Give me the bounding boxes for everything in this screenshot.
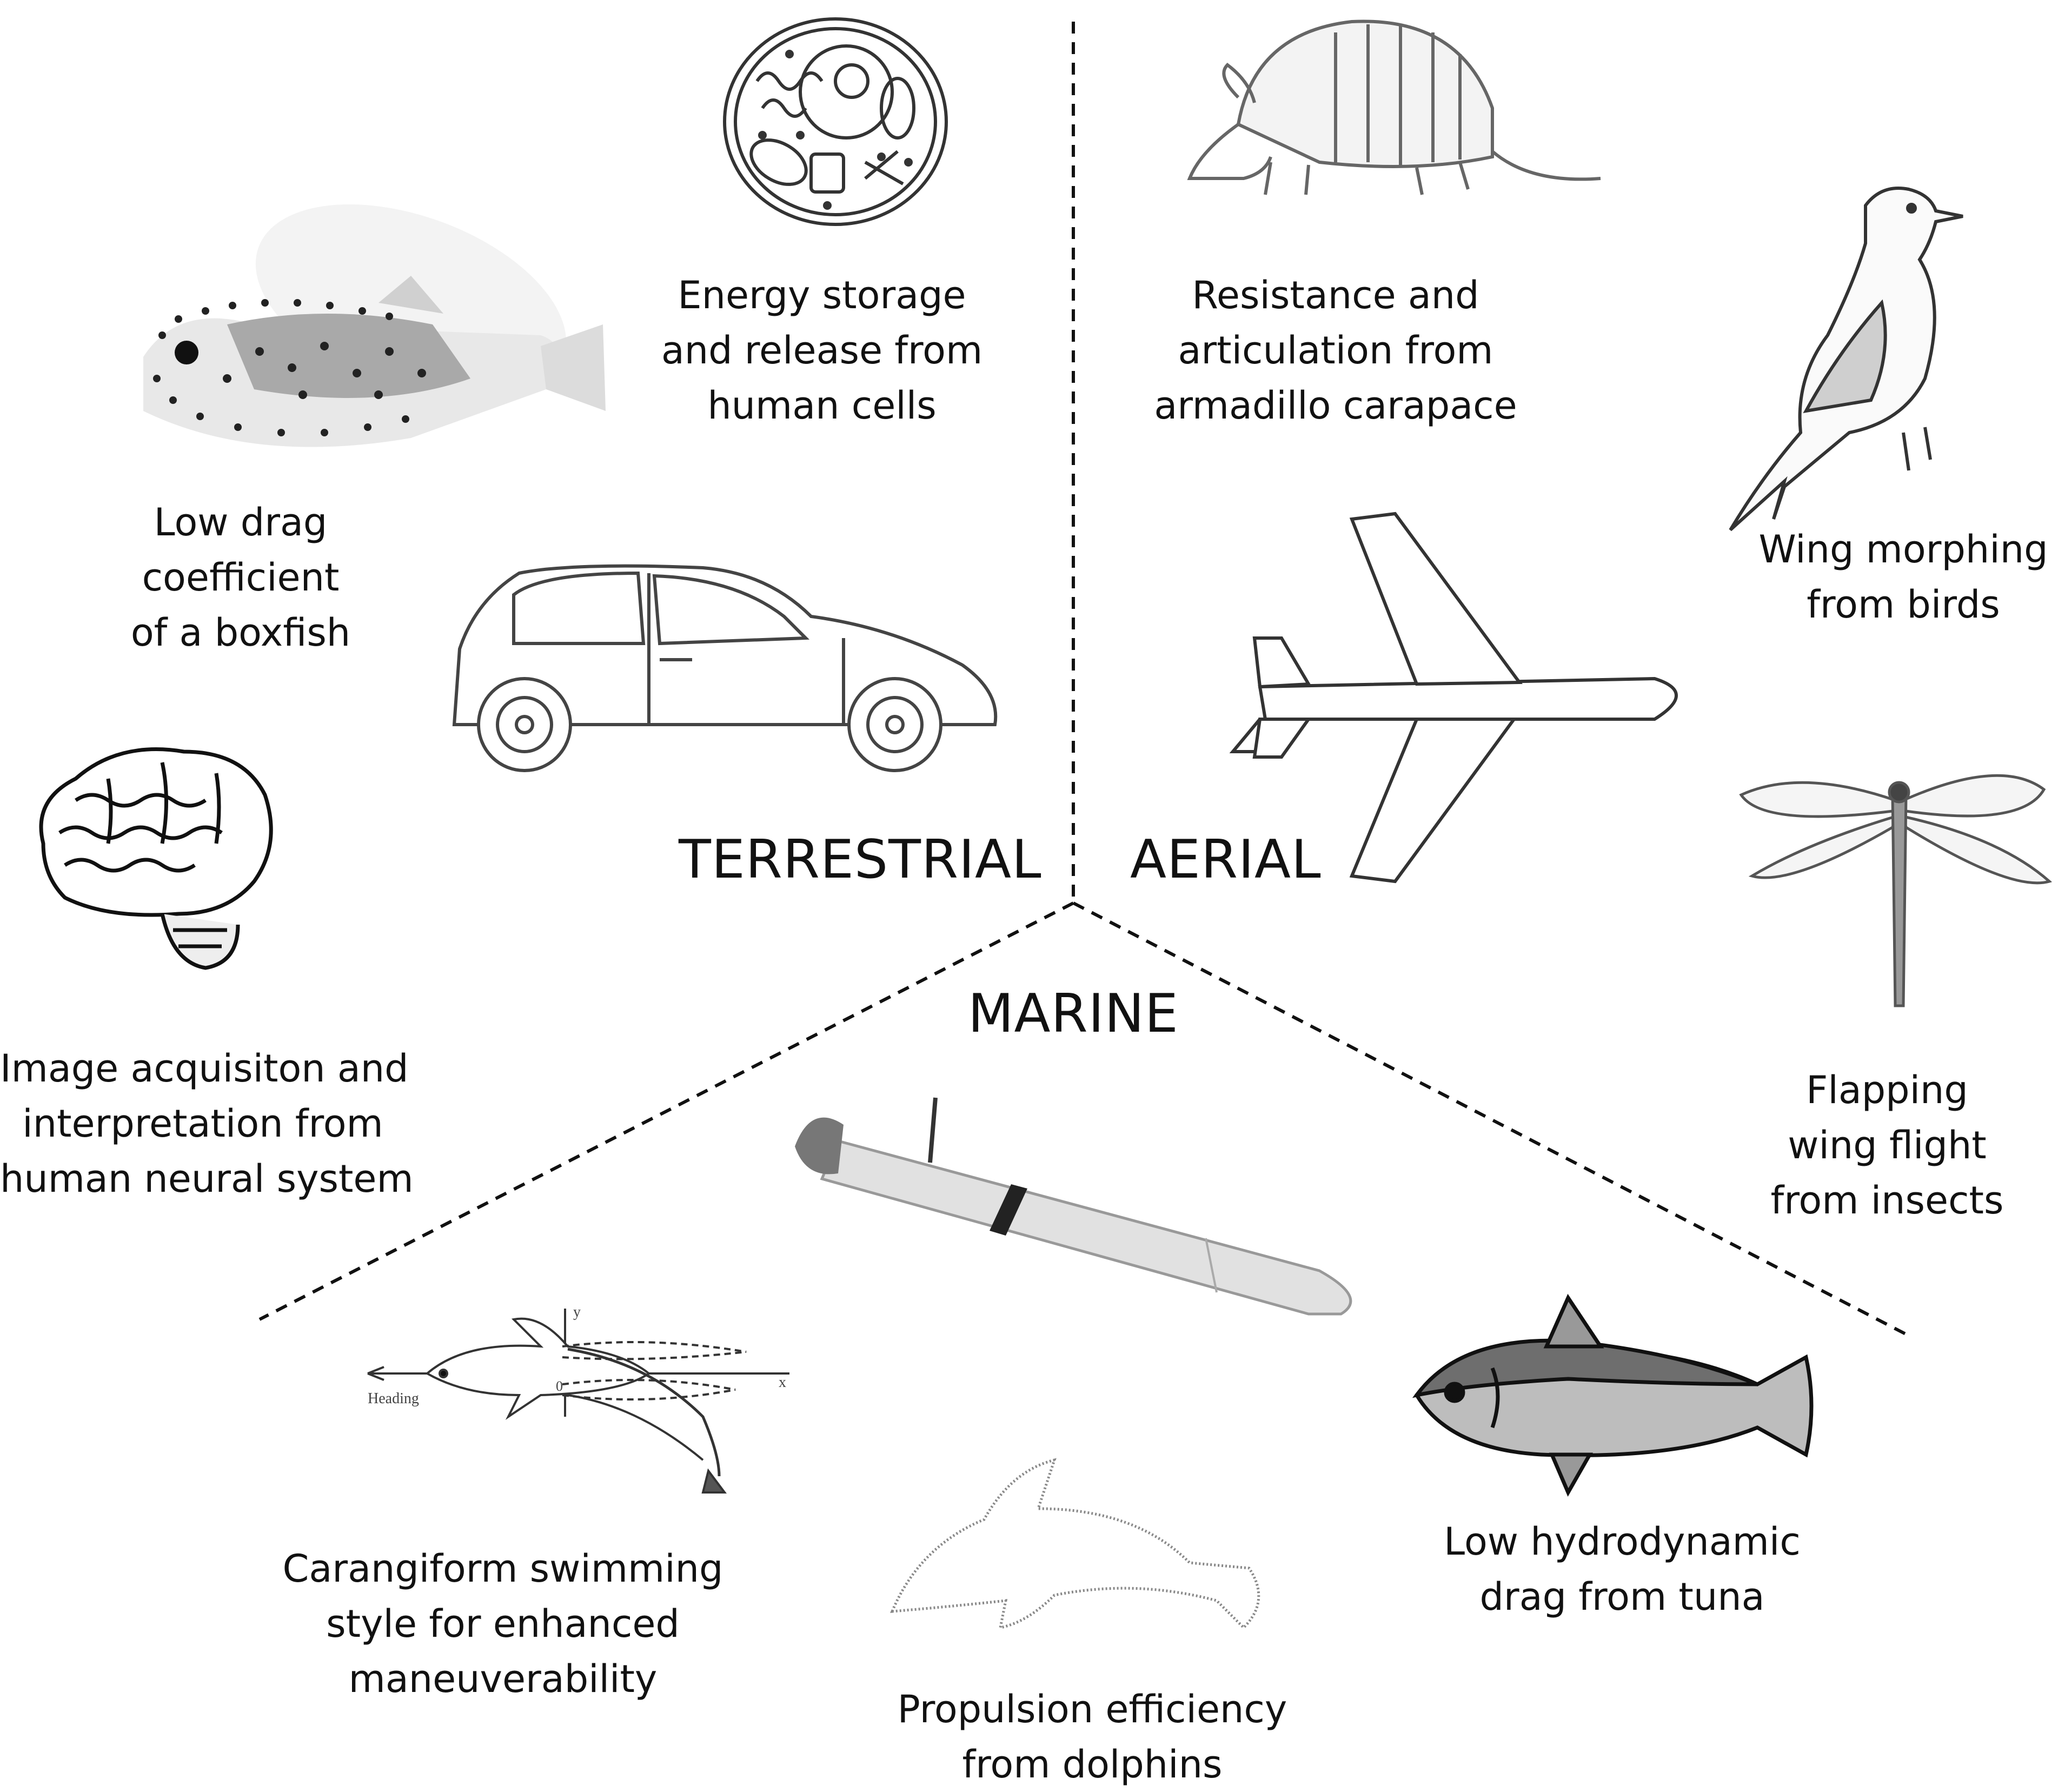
caption-dolphin: Propulsion efficiency from dolphins: [897, 1687, 1287, 1787]
dolphin-outline: [890, 1458, 1260, 1630]
caption-insect: Flapping wing flight from insects: [1770, 1068, 2004, 1223]
tuna-illustration: [1412, 1293, 1814, 1497]
dragonfly-illustration: [1739, 774, 2053, 1007]
caption-brain: Image acquisiton and interpretation from…: [0, 1046, 414, 1201]
auv-vehicle-illustration: [795, 1097, 1352, 1316]
caption-armadillo: Resistance and articulation from armadil…: [1154, 273, 1517, 428]
carangiform-diagram: [367, 1309, 789, 1494]
car-illustration: [452, 564, 998, 772]
origin-label: 0: [556, 1378, 563, 1394]
caption-tuna: Low hydrodynamic drag from tuna: [1444, 1519, 1801, 1619]
caption-bird: Wing morphing from birds: [1758, 527, 2048, 627]
region-terrestrial-label: TERRESTRIAL: [679, 829, 1042, 891]
bird-illustration: [1729, 187, 1963, 532]
x-axis-label: x: [779, 1374, 786, 1391]
caption-cell: Energy storage and release from human ce…: [661, 273, 983, 428]
brain-illustration: [39, 747, 273, 970]
region-marine-label: MARINE: [968, 983, 1179, 1045]
region-aerial-label: AERIAL: [1130, 829, 1322, 891]
heading-label: Heading: [368, 1390, 419, 1407]
boxfish-illustration: [143, 204, 606, 447]
cell-illustration: [723, 17, 948, 226]
y-axis-label: y: [573, 1304, 581, 1320]
caption-boxfish: Low drag coefficient of a boxfish: [130, 500, 351, 655]
armadillo-illustration: [1187, 19, 1601, 195]
caption-carangiform: Carangiform swimming style for enhanced …: [282, 1547, 723, 1701]
airplane-illustration: [1229, 512, 1678, 884]
region-dividers: [258, 22, 1910, 1337]
